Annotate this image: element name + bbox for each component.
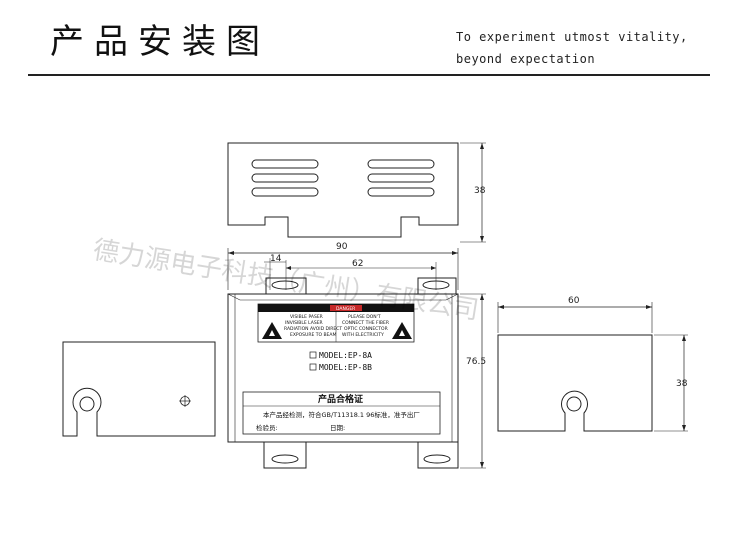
left-side-view — [62, 341, 216, 437]
right-side-view — [497, 302, 688, 432]
dim-side-height: 38 — [676, 379, 688, 389]
dim-body-height: 76.5 — [466, 357, 486, 367]
warning-right-4: WITH ELECTRICITY — [342, 332, 384, 338]
warning-left-4: EXPOSURE TO BEAM — [290, 332, 336, 338]
model-a-label: MODEL:EP-8A — [319, 351, 372, 360]
company-watermark: 德力源电子科技（广州）有限公司 — [91, 235, 481, 326]
warning-right-3: OPTIC CONNECTOR — [344, 326, 388, 332]
dim-hole-spacing: 62 — [352, 259, 363, 269]
warning-left-2: INVISIBLE LASER — [285, 320, 323, 326]
top-cover-view — [227, 142, 486, 243]
slogan: To experiment utmost vitality, beyond ex… — [456, 26, 688, 70]
warning-left-3: RADIATION AVOID DIRECT — [284, 326, 342, 332]
dim-hole-offset: 14 — [270, 254, 282, 264]
slogan-line-2: beyond expectation — [456, 52, 596, 66]
certificate-text: 本产品经检测，符合GB/T11318.1 96标准，准予出厂 — [263, 410, 420, 419]
warning-left-1: VISIBLE PASER — [290, 314, 323, 320]
certificate-inspector: 检验员: — [256, 423, 278, 432]
warning-right-2: CONNECT THE FIBER — [342, 320, 389, 326]
front-body-view — [227, 248, 486, 469]
danger-text: DANGER — [336, 306, 355, 312]
header-divider — [28, 74, 710, 76]
certificate-title: 产品合格证 — [318, 393, 363, 405]
dim-side-width: 60 — [568, 296, 580, 306]
dim-body-width: 90 — [336, 242, 348, 252]
certificate-date: 日期: — [330, 424, 345, 432]
dim-cover-height: 38 — [474, 186, 486, 196]
page-title: 产品安装图 — [50, 22, 270, 62]
model-b-label: MODEL:EP-8B — [319, 363, 372, 372]
warning-right-1: PLEASE DON'T — [348, 314, 381, 320]
slogan-line-1: To experiment utmost vitality, — [456, 30, 688, 44]
